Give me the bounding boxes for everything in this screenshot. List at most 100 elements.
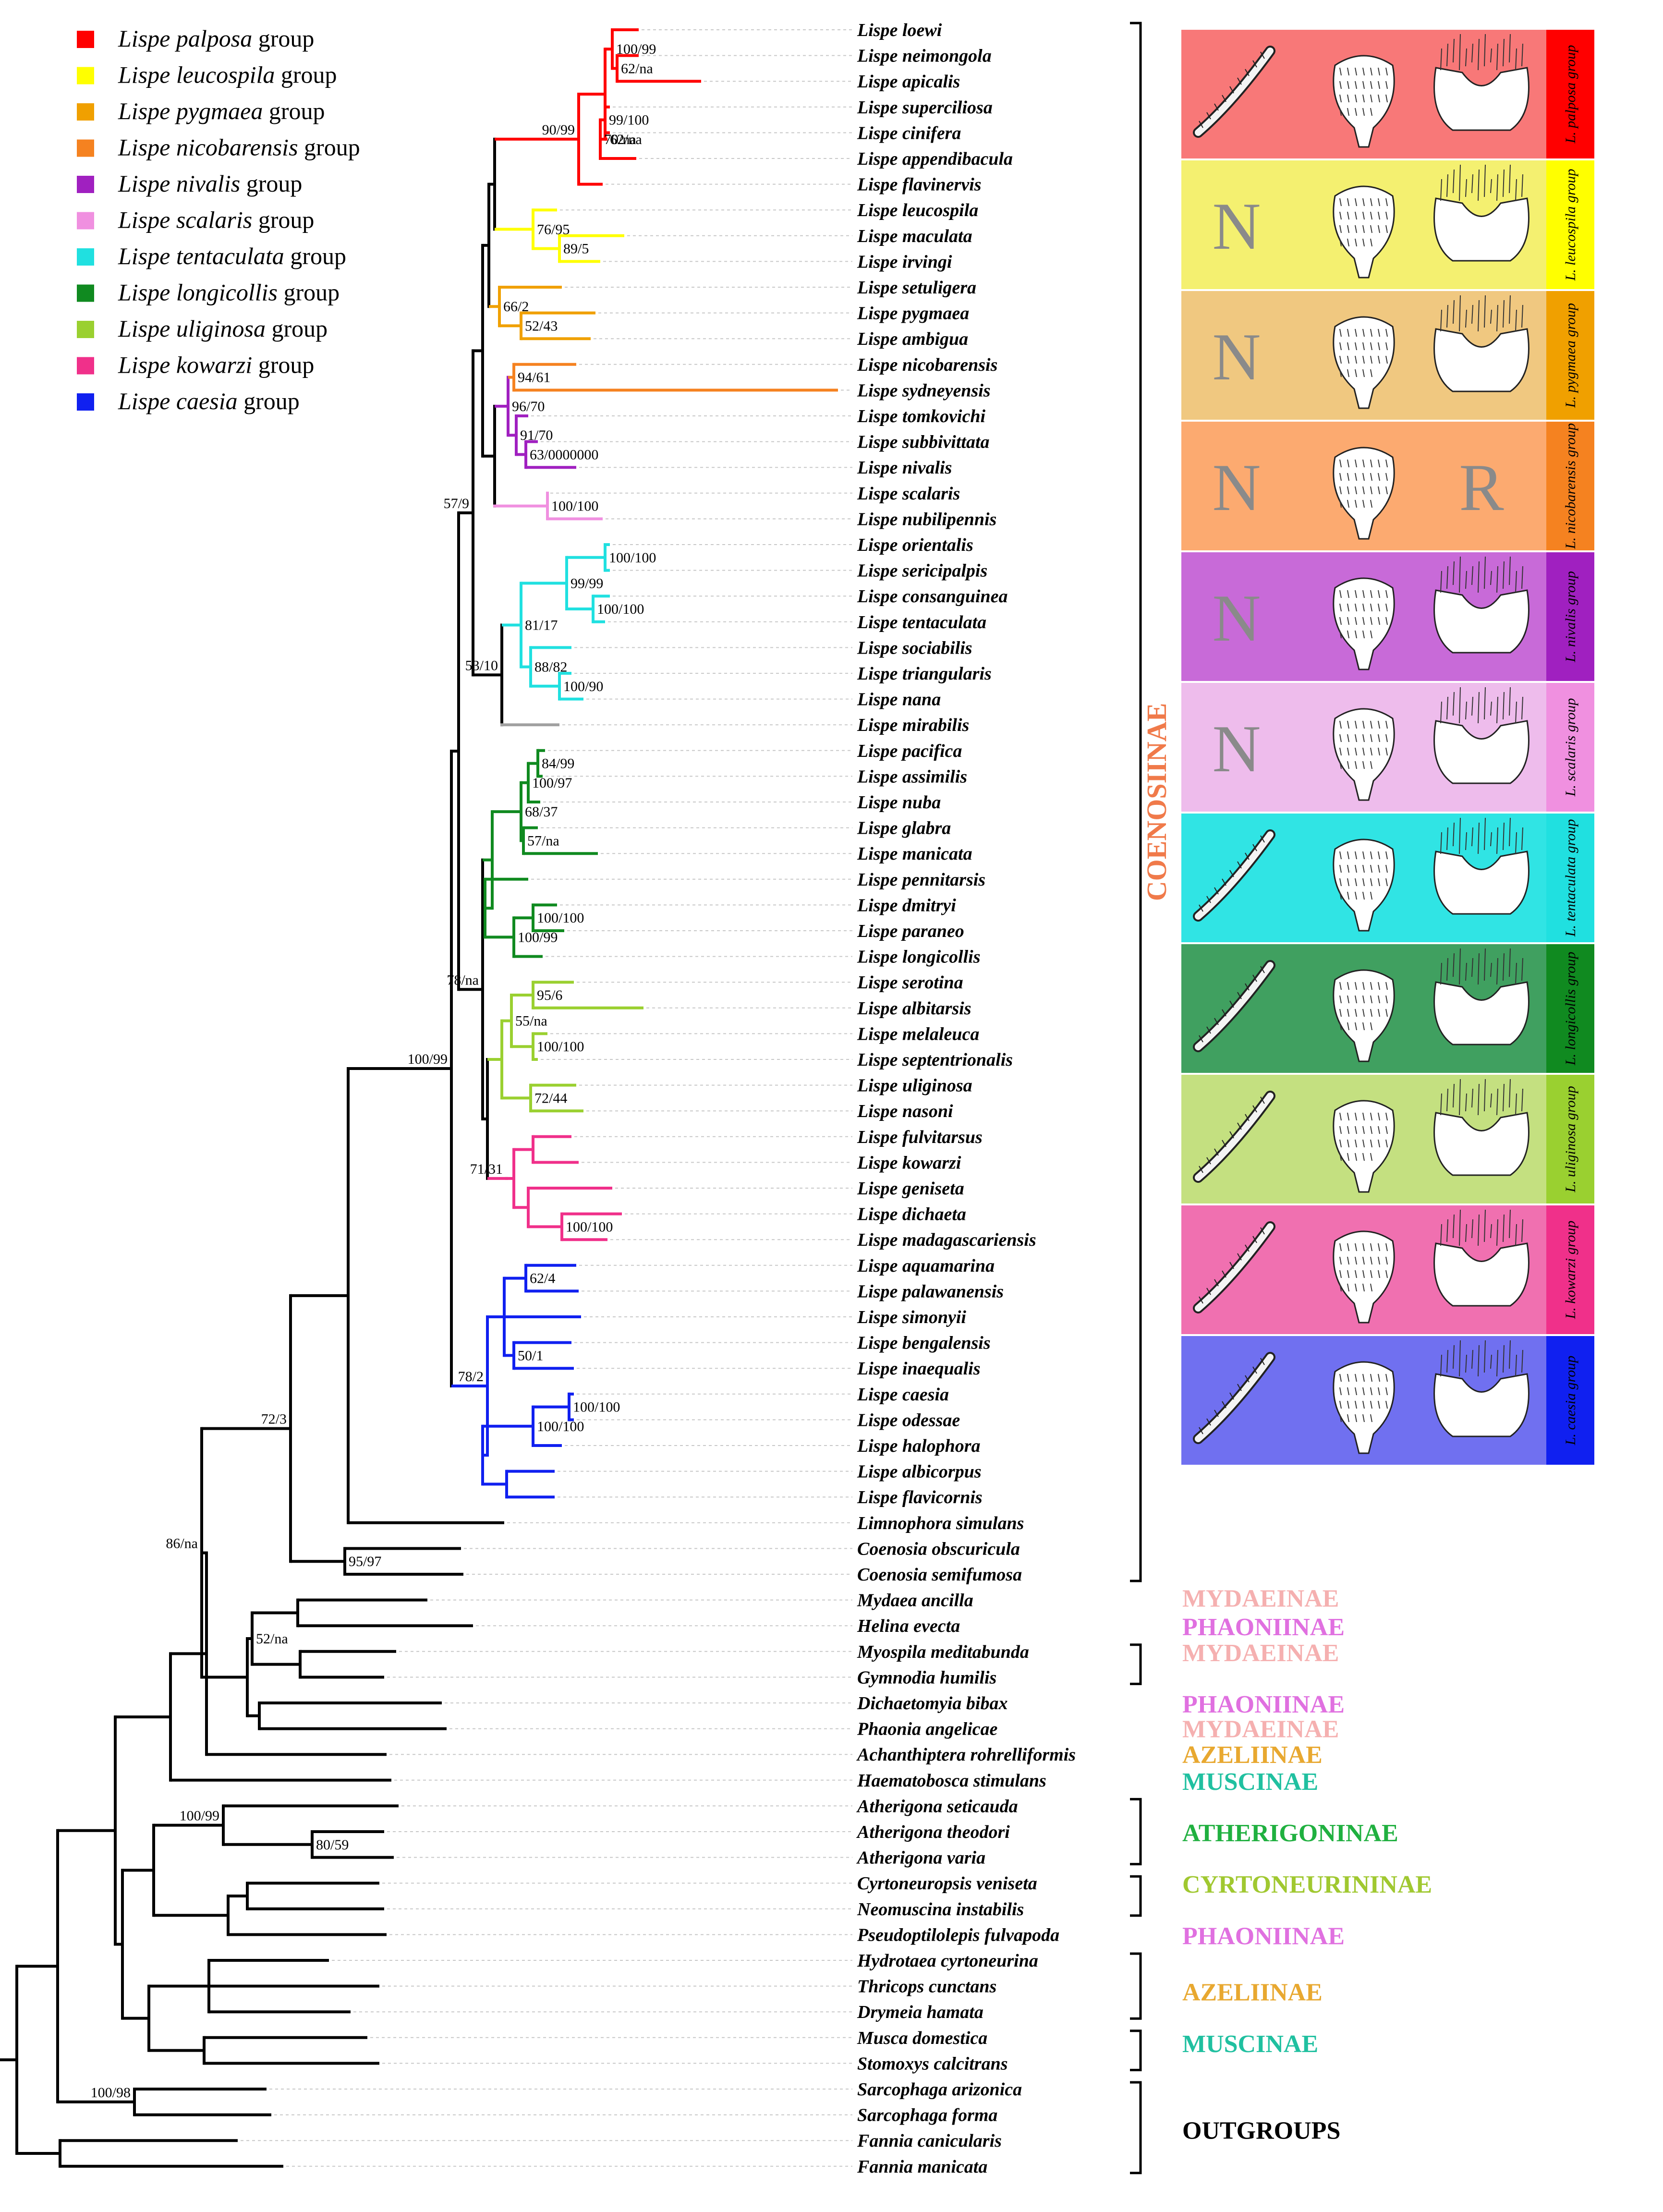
morphology-panel: L. caesia group <box>1181 1336 1594 1465</box>
subfamily-label: PHAONIINAE <box>1182 1614 1345 1641</box>
taxon-label: Lispe madagascariensis <box>857 1230 1036 1250</box>
support-value: 89/5 <box>563 241 589 257</box>
legend-swatch <box>77 321 94 338</box>
taxon-label: Lispe pacifica <box>857 741 962 761</box>
subfamily-bracket <box>1130 2081 1142 2175</box>
taxon-label: Lispe sociabilis <box>857 638 972 658</box>
terminalia-drawing <box>1433 817 1529 915</box>
taxon-label: Lispe odessae <box>857 1410 960 1430</box>
taxon-label: Lispe nasoni <box>857 1101 953 1121</box>
taxon-label: Lispe setuligera <box>857 278 976 298</box>
subfamily-bracket <box>1130 2030 1142 2071</box>
support-value: 91/70 <box>520 427 553 443</box>
taxon-label: Mydaea ancilla <box>857 1591 973 1611</box>
taxon-label: Atherigona varia <box>856 1848 985 1868</box>
support-value: 100/97 <box>532 775 572 791</box>
support-value: 70/na <box>604 132 636 147</box>
taxon-label: Dichaetomyia bibax <box>857 1693 1008 1714</box>
support-value: 100/100 <box>609 550 656 566</box>
taxon-label: Drymeia hamata <box>857 2002 983 2022</box>
taxon-label: Myospila meditabunda <box>857 1642 1029 1662</box>
taxon-label: Sarcophaga forma <box>857 2105 997 2126</box>
legend-label: Lispe nicobarensis group <box>118 134 360 161</box>
support-values: 62/na100/9999/10070/na62/na90/9989/576/9… <box>91 41 656 2101</box>
taxon-label: Lispe fulvitarsus <box>857 1127 983 1147</box>
subfamily-bracket <box>1130 22 1142 1582</box>
taxon-label: Hydrotaea cyrtoneurina <box>857 1951 1038 1971</box>
subfamily-bracket <box>1130 1643 1142 1685</box>
sternite-drawing <box>1333 1361 1395 1454</box>
taxon-label: Lispe flavinervis <box>857 175 982 195</box>
support-value: 100/100 <box>551 498 598 514</box>
taxon-label: Lispe pygmaea <box>857 304 969 324</box>
panel-group-label: L. longicollis group <box>1563 952 1578 1066</box>
panel-group-label: L. uliginosa group <box>1563 1086 1578 1192</box>
support-value: 100/99 <box>616 41 656 57</box>
sternite-drawing <box>1333 839 1395 932</box>
taxon-label: Lispe palawanensis <box>857 1281 1004 1301</box>
taxon-label: Lispe bengalensis <box>857 1333 991 1353</box>
sternite-drawing <box>1333 447 1395 540</box>
subfamily-label: AZELIINAE <box>1182 1979 1323 2006</box>
legend-label: Lispe tentaculata group <box>118 243 346 269</box>
taxon-label: Lispe kowarzi <box>857 1153 961 1173</box>
support-value: 100/100 <box>573 1399 620 1415</box>
taxon-label: Musca domestica <box>857 2028 987 2048</box>
terminalia-drawing <box>1433 164 1529 262</box>
subfamily-bracket <box>1130 1952 1142 2020</box>
taxon-label: Gymnodia humilis <box>857 1667 996 1688</box>
taxon-label: Lispe melaleuca <box>857 1024 979 1044</box>
subfamily-label: PHAONIINAE <box>1182 1691 1345 1718</box>
support-value: 100/98 <box>91 2085 131 2101</box>
taxon-label: Pseudoptilolepis fulvapoda <box>857 1925 1059 1945</box>
taxon-label: Lispe scalaris <box>857 484 960 504</box>
subfamily-bracket <box>1130 1798 1142 1866</box>
taxon-label: Lispe irvingi <box>857 252 952 272</box>
support-value: 100/100 <box>597 601 644 617</box>
panel-tab <box>1546 944 1594 1073</box>
support-value: 100/99 <box>408 1051 448 1067</box>
taxon-label: Lispe albitarsis <box>857 998 971 1019</box>
subfamily-brackets <box>1130 22 1142 2175</box>
support-value: 57/na <box>527 833 559 849</box>
legend-label: Lispe scalaris group <box>118 207 314 233</box>
morphology-panel: L. uliginosa group <box>1181 1075 1594 1203</box>
morphology-panel: L. palposa group <box>1181 30 1594 158</box>
support-value: 100/99 <box>180 1808 219 1824</box>
subfamily-label: MUSCINAE <box>1182 1768 1318 1796</box>
morphology-panel: L. tentaculata group <box>1181 814 1594 942</box>
legend-label: Lispe nivalis group <box>118 170 302 197</box>
taxon-label: Lispe caesia <box>857 1385 949 1405</box>
panel-tab <box>1546 1336 1594 1465</box>
terminalia-drawing <box>1433 1209 1529 1307</box>
taxon-label: Lispe nuba <box>857 792 941 813</box>
legend-label: Lispe longicollis group <box>118 279 340 306</box>
panel-tab <box>1546 422 1594 550</box>
taxon-label: Lispe assimilis <box>857 766 967 787</box>
panel-group-label: L. nicobarensis group <box>1563 423 1578 549</box>
subfamily-label: CYRTONEURININAE <box>1182 1871 1432 1898</box>
sternite-drawing <box>1333 1230 1395 1324</box>
subfamily-labels: COENOSIINAEMYDAEINAEPHAONIINAEMYDAEINAEP… <box>1141 703 1432 2145</box>
taxon-label: Lispe cinifera <box>857 123 961 143</box>
panel-group-label: L. palposa group <box>1563 45 1578 144</box>
support-value: 88/82 <box>534 659 567 675</box>
taxon-label: Lispe tentaculata <box>857 612 986 632</box>
legend-swatch <box>77 67 94 85</box>
support-value: 100/100 <box>537 910 584 926</box>
panel-letter-n: N <box>1212 450 1261 525</box>
taxon-label: Lispe inaequalis <box>857 1359 981 1379</box>
panel-tab <box>1546 683 1594 812</box>
taxon-label: Lispe manicata <box>857 844 972 864</box>
terminalia-drawing <box>1433 687 1529 784</box>
taxon-label: Lispe subbivittata <box>857 432 990 452</box>
panel-letter-n: N <box>1212 581 1261 656</box>
taxon-label: Lispe serotina <box>857 972 963 993</box>
legend-label: Lispe caesia group <box>118 388 300 414</box>
taxon-label: Lispe uliginosa <box>857 1076 972 1096</box>
taxon-label: Stomoxys calcitrans <box>857 2054 1008 2074</box>
terminalia-drawing <box>1433 556 1529 654</box>
